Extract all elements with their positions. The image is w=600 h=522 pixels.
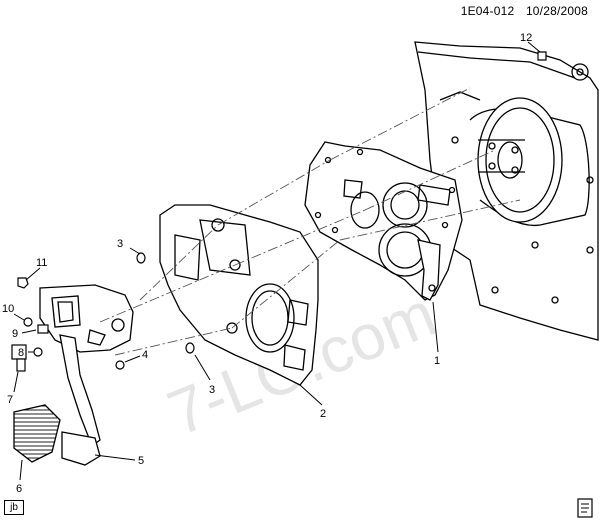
callout-6: 6 <box>16 483 22 495</box>
dash-insulator-panel <box>159 204 319 386</box>
pedal-rubber-pad <box>13 404 61 463</box>
nut-8 <box>33 347 43 357</box>
alignment-lines <box>99 87 521 356</box>
callout-11: 11 <box>36 257 47 269</box>
pedal-pad <box>61 431 101 466</box>
callout-1: 1 <box>434 355 440 367</box>
callout-8: 8 <box>18 347 24 359</box>
callout-2: 2 <box>320 408 326 420</box>
callout-5: 5 <box>138 455 144 467</box>
bolt-11 <box>17 277 29 289</box>
callout-9: 9 <box>12 328 18 340</box>
callout-10: 10 <box>2 303 14 315</box>
nut-4 <box>115 360 125 370</box>
diagram-header: 1E04-012 10/28/2008 <box>453 4 588 18</box>
jb-badge: jb <box>4 500 24 515</box>
pedal-mounting-plate <box>304 141 463 301</box>
brake-booster <box>477 97 563 223</box>
clip-9 <box>37 324 49 334</box>
figure-date: 10/28/2008 <box>525 4 588 18</box>
callout-3-upper: 3 <box>117 238 123 250</box>
figure-id: 1E04-012 <box>460 4 515 18</box>
seal-3-lower <box>185 342 195 354</box>
seal-3-upper <box>136 252 146 264</box>
bolt-10 <box>23 317 33 327</box>
callout-labels: 1 2 3 3 4 5 6 7 8 9 10 11 12 <box>2 32 532 495</box>
callout-3-lower: 3 <box>209 384 215 396</box>
bolt-12 <box>537 51 547 61</box>
callout-7: 7 <box>7 394 13 406</box>
manual-page-icon <box>577 498 593 518</box>
brake-pedal-bracket <box>39 284 134 353</box>
callout-4: 4 <box>142 349 148 361</box>
brake-pedal-arm <box>59 334 101 448</box>
leader-lines <box>13 41 541 481</box>
fasteners <box>11 51 547 372</box>
callout-12: 12 <box>520 32 532 44</box>
